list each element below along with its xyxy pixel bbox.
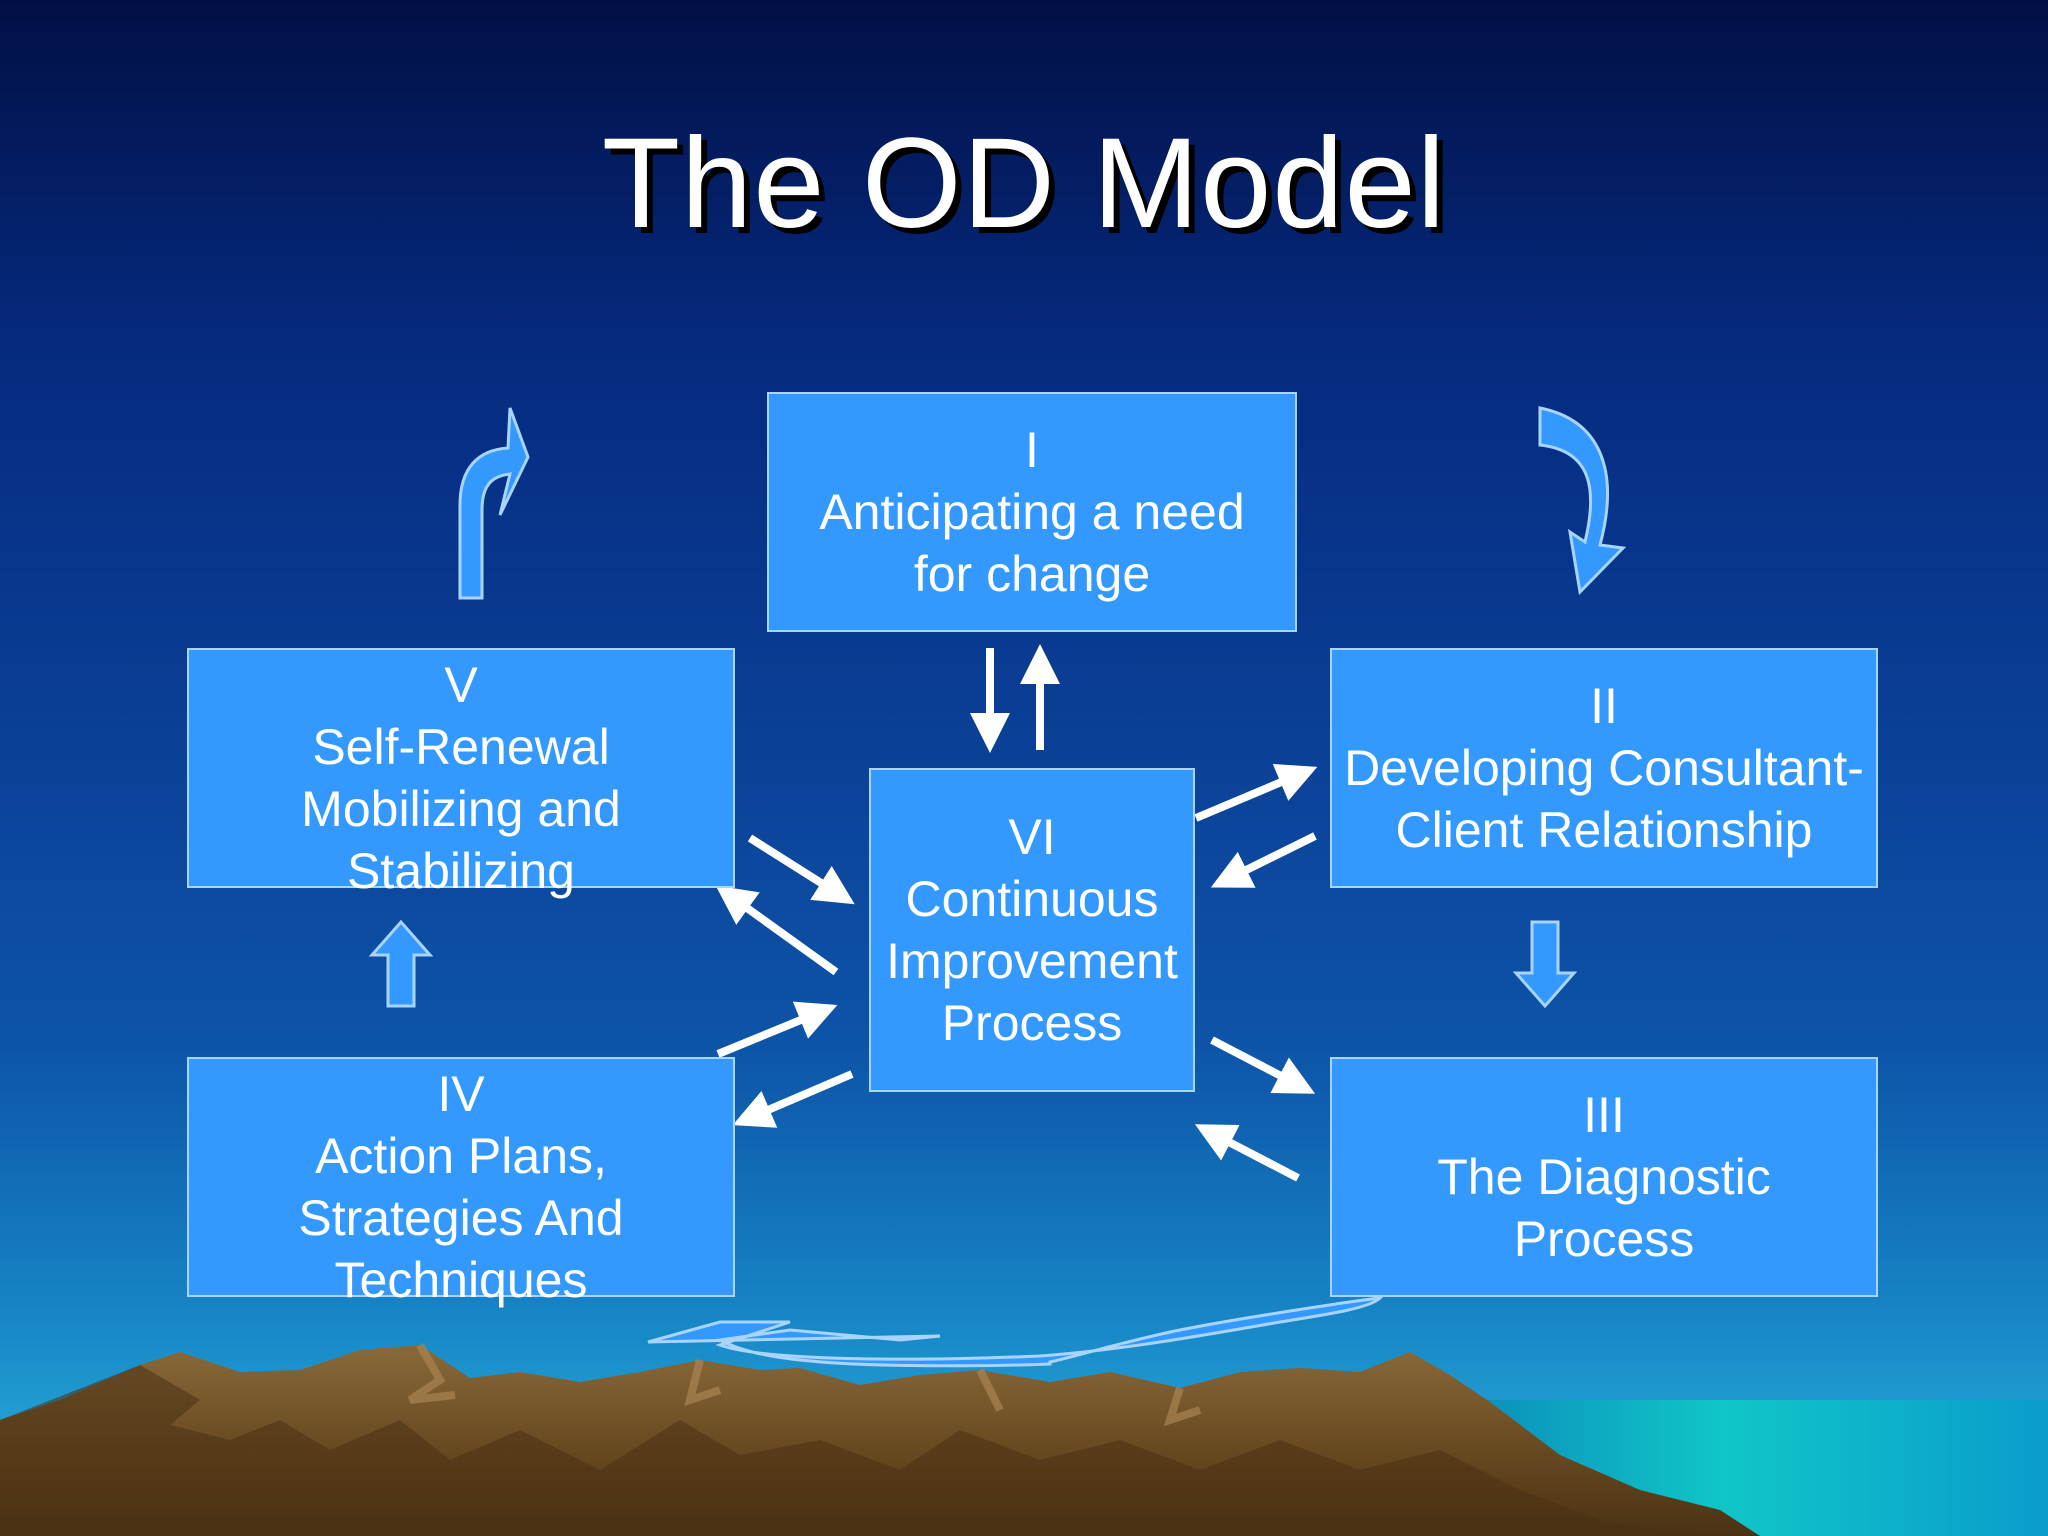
- slide-title: The OD Model: [601, 112, 1447, 255]
- up-block-arrow: [368, 919, 434, 1008]
- down-block-arrow: [1512, 920, 1578, 1009]
- arrow-vi-to-ii: [1194, 763, 1318, 822]
- stage-2-numeral: II: [1590, 678, 1618, 734]
- stage-3-line-1: The Diagnostic: [1437, 1149, 1771, 1205]
- stage-1-line-1: Anticipating a need: [819, 484, 1245, 540]
- stage-1-line-2: for change: [913, 546, 1151, 602]
- stage-6-line-2: Improvement: [886, 933, 1178, 989]
- arrow-vi-to-iii: [1210, 1036, 1316, 1094]
- stage-6-line-3: Process: [941, 995, 1123, 1051]
- stage-6-numeral: VI: [1008, 809, 1056, 865]
- stage-5-line-1: Self-Renewal: [312, 719, 610, 775]
- stage-4-box: IV Action Plans, Strategies And Techniqu…: [187, 1057, 735, 1308]
- curved-up-arrow-shape: [458, 407, 530, 600]
- stage-4-line-3: Techniques: [334, 1252, 588, 1308]
- arrow-ii-to-vi: [1210, 832, 1317, 888]
- arrow-vi-to-iv: [732, 1070, 854, 1128]
- stage-3-box: III The Diagnostic Process: [1330, 1057, 1878, 1297]
- stage-3-numeral: III: [1583, 1087, 1625, 1143]
- mountain-ridge-shading: [0, 1365, 1700, 1536]
- curved-down-arrow: [1538, 406, 1627, 596]
- stage-5-line-3: Stabilizing: [347, 843, 575, 899]
- arrow-v-to-vi: [747, 834, 855, 905]
- stage-2-line-2: Client Relationship: [1395, 802, 1813, 858]
- arrow-vi-to-v: [715, 885, 839, 976]
- stage-6-line-1: Continuous: [905, 871, 1159, 927]
- stage-4-numeral: IV: [437, 1066, 485, 1122]
- stage-1-numeral: I: [1025, 422, 1039, 478]
- stage-4-line-1: Action Plans,: [315, 1128, 607, 1184]
- arrow-iv-to-vi: [716, 1001, 838, 1058]
- stage-6-box: VI Continuous Improvement Process: [869, 768, 1195, 1092]
- arrow-iii-to-vi: [1194, 1124, 1300, 1182]
- stage-3-line-2: Process: [1513, 1211, 1695, 1267]
- stage-5-line-2: Mobilizing and: [301, 781, 621, 837]
- stage-2-line-1: Developing Consultant-: [1344, 740, 1864, 796]
- stage-4-line-2: Strategies And: [298, 1190, 624, 1246]
- stage-1-box: I Anticipating a need for change: [767, 392, 1297, 632]
- stage-5-box: V Self-Renewal Mobilizing and Stabilizin…: [187, 648, 735, 899]
- stage-5-numeral: V: [444, 657, 478, 713]
- mountain-highlights: [407, 1343, 1202, 1427]
- stage-2-box: II Developing Consultant- Client Relatio…: [1330, 648, 1878, 888]
- bottom-return-arrow: [647, 1296, 1385, 1368]
